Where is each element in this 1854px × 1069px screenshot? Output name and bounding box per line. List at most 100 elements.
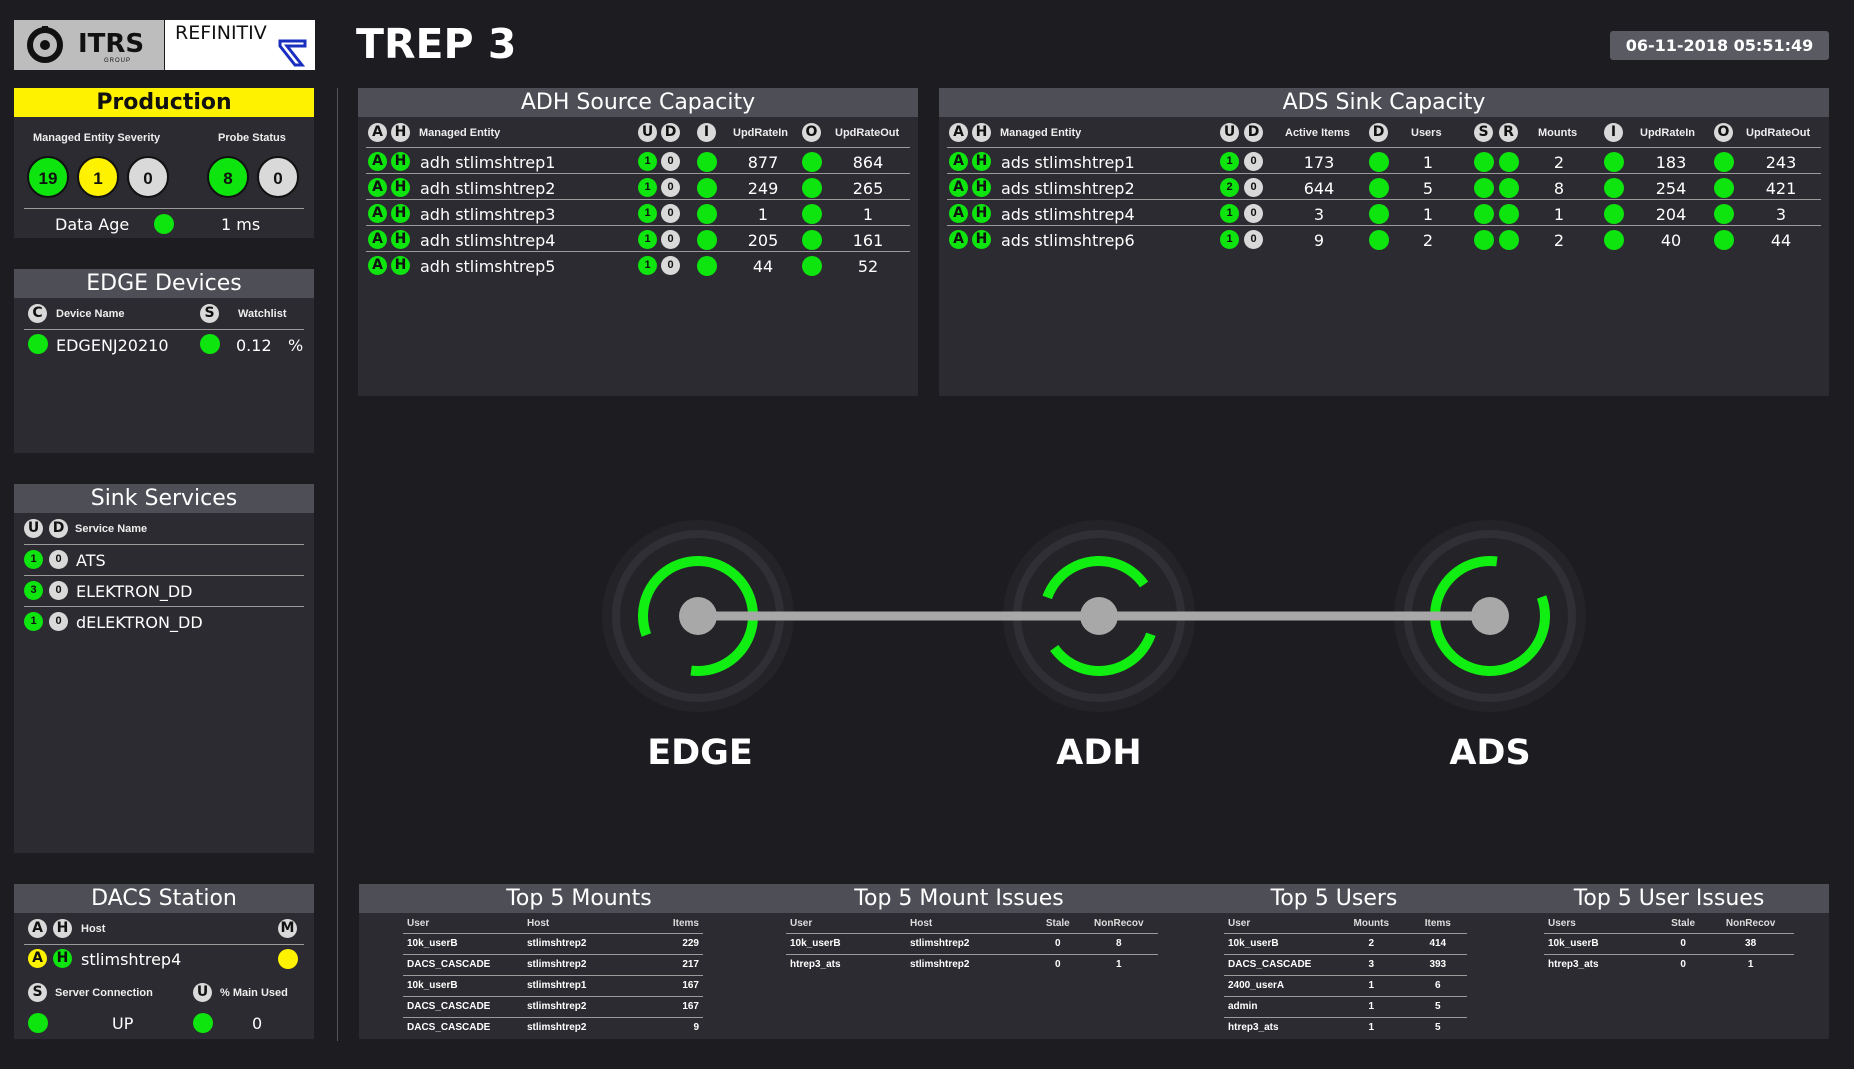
- routing-status-dot: [1499, 178, 1519, 198]
- severity-ok-count[interactable]: 19: [27, 156, 69, 198]
- col-m: M: [278, 919, 297, 938]
- table-cell: 10k_userB: [1224, 932, 1334, 954]
- col-active-items: Active Items: [1285, 127, 1350, 139]
- itrs-logo-icon: [27, 26, 63, 63]
- table-cell: 1: [1334, 1016, 1409, 1038]
- col-device-name: Device Name: [56, 308, 125, 320]
- mode-status-dot: [278, 949, 298, 969]
- col-watchlist: Watchlist: [238, 308, 287, 320]
- health-indicator: H: [391, 230, 410, 249]
- top-users-title: Top 5 Users: [1270, 886, 1398, 911]
- down-count: 0: [1244, 152, 1263, 171]
- divider: [366, 147, 910, 148]
- table-cell: 167: [653, 974, 703, 996]
- upd-rate-out: 1: [862, 205, 874, 224]
- routing-status-dot: [1499, 230, 1519, 250]
- col-o: O: [1714, 123, 1733, 142]
- server-connection-value: UP: [112, 1014, 134, 1033]
- table-cell: DACS_CASCADE: [403, 995, 523, 1017]
- input-status-dot: [697, 204, 717, 224]
- users-count: 2: [1422, 231, 1434, 250]
- itrs-logo-sub: GROUP: [104, 58, 132, 64]
- users-count: 1: [1422, 153, 1434, 172]
- active-items: 9: [1313, 231, 1325, 250]
- col-s: S: [1474, 123, 1493, 142]
- down-count: 0: [1244, 230, 1263, 249]
- up-count: 1: [638, 204, 657, 223]
- table-cell: 0: [1659, 932, 1708, 954]
- col-h: H: [972, 123, 991, 142]
- divider: [24, 208, 304, 209]
- input-status-dot: [1604, 204, 1624, 224]
- col-a: A: [368, 123, 387, 142]
- availability-indicator: A: [368, 152, 387, 171]
- health-indicator: H: [972, 178, 991, 197]
- input-status-dot: [1604, 230, 1624, 250]
- col-d: D: [1244, 123, 1263, 142]
- main-used-dot: [193, 1013, 213, 1033]
- table-cell: DACS_CASCADE: [403, 1016, 523, 1038]
- probe-none-count[interactable]: 0: [257, 156, 299, 198]
- table-cell: 3: [1334, 953, 1409, 975]
- mounts-count: 8: [1553, 179, 1565, 198]
- col-u: U: [193, 983, 212, 1002]
- table-cell: stlimshtrep2: [523, 953, 653, 975]
- input-status-dot: [1604, 152, 1624, 172]
- col-u: U: [1220, 123, 1239, 142]
- input-status-dot: [1604, 178, 1624, 198]
- entity-name: adh stlimshtrep2: [420, 179, 556, 198]
- upd-rate-in: 183: [1655, 153, 1687, 172]
- upd-rate-out: 44: [1770, 231, 1792, 250]
- up-count: 1: [1220, 230, 1239, 249]
- severity-none-count[interactable]: 0: [127, 156, 169, 198]
- col-nonrecov: NonRecov: [1725, 918, 1776, 930]
- routing-status-dot: [1499, 152, 1519, 172]
- table-cell: 414: [1408, 932, 1467, 954]
- table-cell: 5: [1408, 995, 1467, 1017]
- routing-status-dot: [1499, 204, 1519, 224]
- items-status-dot: [1369, 230, 1389, 250]
- probe-ok-count[interactable]: 8: [207, 156, 249, 198]
- col-host: Host: [910, 918, 933, 930]
- output-status-dot: [802, 178, 822, 198]
- divider: [366, 251, 910, 252]
- col-main-used: % Main Used: [220, 987, 288, 999]
- col-items: Items: [1424, 918, 1451, 930]
- col-o: O: [802, 123, 821, 142]
- col-h: H: [53, 919, 72, 938]
- table-cell: htrep3_ats: [1544, 953, 1659, 975]
- device-name: EDGENJ20210: [56, 336, 169, 355]
- severity-warn-count[interactable]: 1: [77, 156, 119, 198]
- upd-rate-out: 52: [857, 257, 879, 276]
- edge-node-label: EDGE: [647, 733, 753, 773]
- top-mount-issues-title: Top 5 Mount Issues: [854, 886, 1064, 911]
- table-cell: 8: [1079, 932, 1158, 954]
- active-items: 644: [1303, 179, 1335, 198]
- upd-rate-out: 243: [1765, 153, 1797, 172]
- divider: [24, 575, 304, 576]
- divider: [24, 544, 304, 545]
- col-s: S: [200, 304, 219, 323]
- table-cell: DACS_CASCADE: [1224, 953, 1334, 975]
- down-count: 0: [661, 152, 680, 171]
- entity-name: ads stlimshtrep6: [1001, 231, 1135, 250]
- table-cell: 0: [1036, 953, 1080, 975]
- col-user: User: [790, 918, 813, 930]
- refinitiv-logo-icon: [278, 39, 307, 67]
